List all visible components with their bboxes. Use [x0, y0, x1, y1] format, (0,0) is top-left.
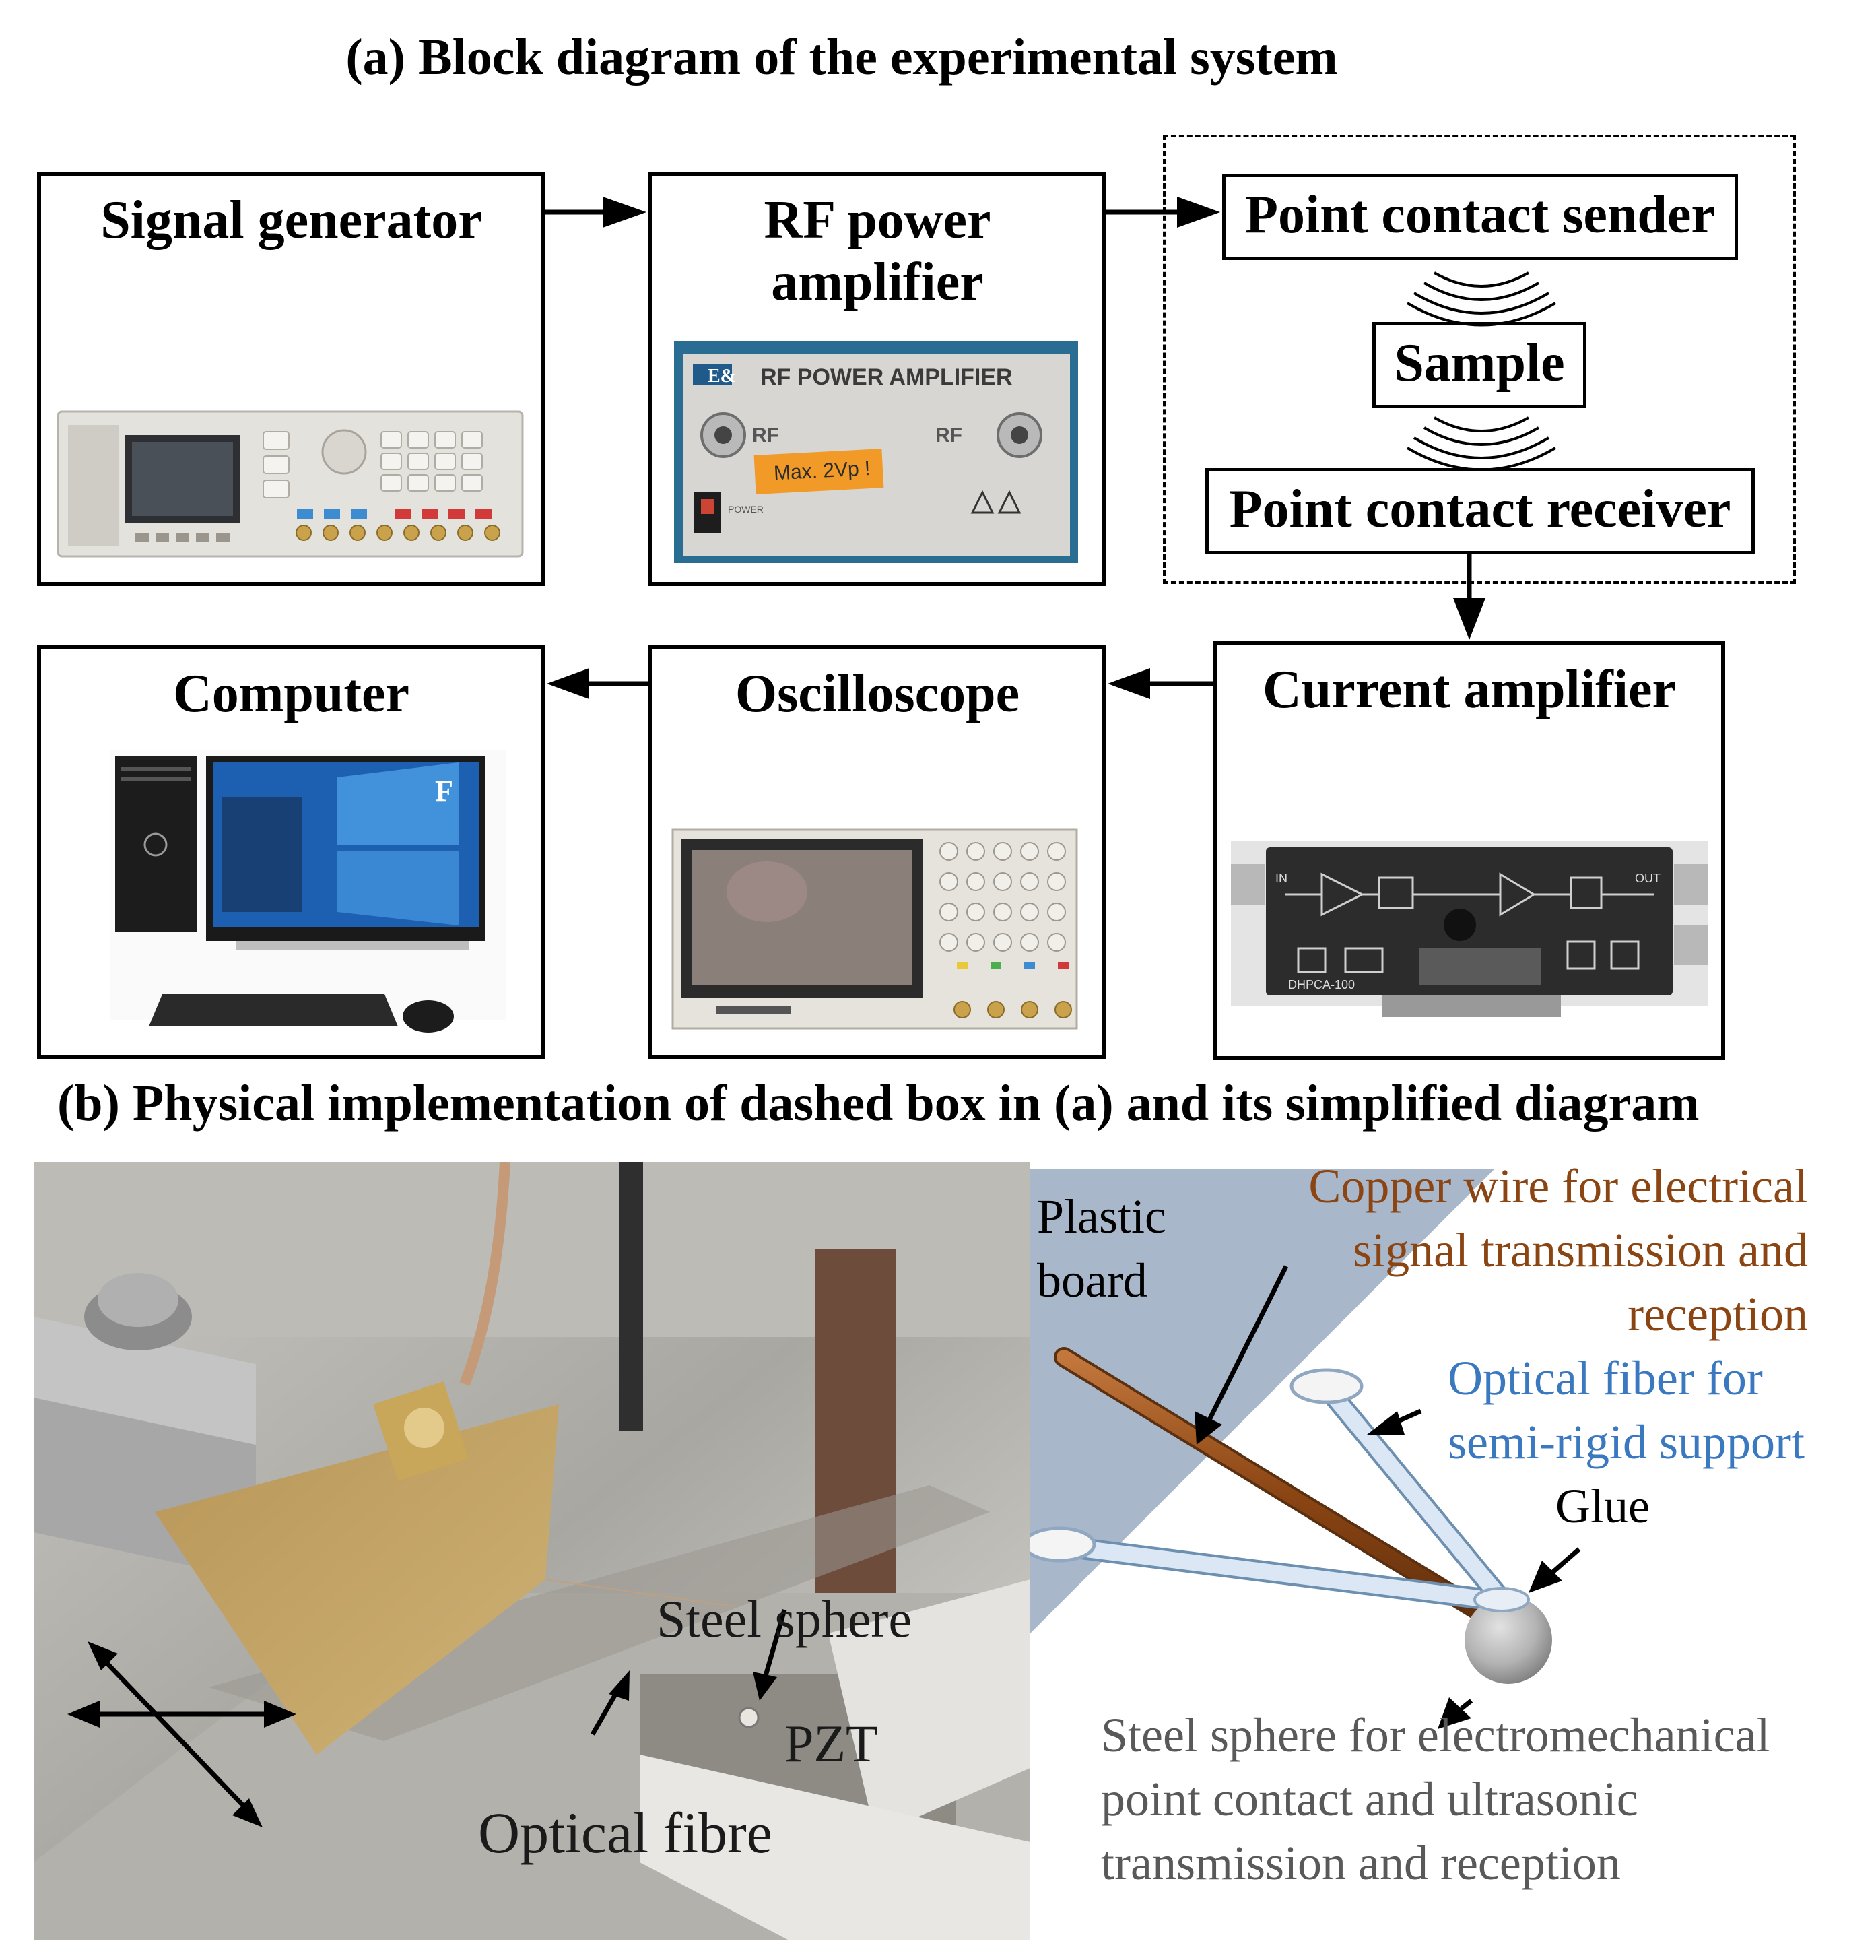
physical-setup-photo: Steel sphere PZT Optical fibre [34, 1162, 1030, 1940]
sound-waves-bottom [1406, 416, 1557, 471]
rf-amplifier-label-line1: RF power [764, 191, 991, 250]
optical-fiber-lower [1051, 1538, 1513, 1610]
svg-text:E&: E& [708, 366, 736, 387]
steel-sphere-photo-label: Steel sphere [657, 1590, 912, 1648]
rf-panel-title: RF POWER AMPLIFIER [760, 364, 1013, 390]
rf-power-amplifier-block: RF power amplifier E& RF POWER AMPLIFIER… [648, 172, 1106, 586]
rf-in-label: RF [752, 424, 779, 447]
glue-label: Glue [1555, 1479, 1650, 1533]
sound-waves-top [1406, 271, 1557, 327]
optical-fiber-upper [1318, 1379, 1510, 1608]
rf-out-label: RF [935, 424, 962, 447]
computer-photo: F [110, 750, 506, 1033]
signal-generator-photo [57, 410, 524, 558]
signal-generator-block: Signal generator [37, 172, 545, 586]
current-amplifier-label: Current amplifier [1263, 660, 1676, 719]
copper-label-3: reception [1628, 1287, 1808, 1341]
sphere-label-3: transmission and reception [1101, 1836, 1621, 1890]
plastic-board-label-2: board [1037, 1253, 1147, 1307]
point-contact-sender-box: Point contact sender [1222, 174, 1738, 260]
simplified-diagram: Plastic board Copper wire for electrical… [1030, 1162, 1808, 1890]
current-amp-out-label: OUT [1635, 872, 1661, 885]
pzt-photo-label: PZT [784, 1714, 878, 1773]
optical-fibre-photo-label: Optical fibre [478, 1800, 772, 1865]
current-amp-model-label: DHPCA-100 [1288, 978, 1355, 991]
computer-logo-text: F [435, 775, 453, 808]
rf-sticker-text: Max. 2Vp ! [773, 457, 871, 484]
rf-amplifier-photo: E& RF POWER AMPLIFIER RF RF Max. 2Vp ! P… [674, 341, 1078, 563]
point-contact-receiver-box: Point contact receiver [1205, 468, 1755, 554]
sphere-label-2: point contact and ultrasonic [1101, 1772, 1638, 1826]
panel-a-title: (a) Block diagram of the experimental sy… [345, 29, 1338, 86]
oscilloscope-label: Oscilloscope [735, 664, 1020, 723]
current-amplifier-block: Current amplifier IN OUT DHPCA-100 [1213, 641, 1725, 1060]
panel-b-title: (b) Physical implementation of dashed bo… [57, 1075, 1700, 1132]
fiber-label-2: semi-rigid support [1448, 1415, 1805, 1469]
fiber-label-1: Optical fiber for [1448, 1351, 1763, 1405]
sphere-label-1: Steel sphere for electromechanical [1101, 1708, 1770, 1762]
signal-generator-label: Signal generator [100, 191, 482, 250]
computer-label: Computer [172, 664, 410, 723]
oscilloscope-block: Oscilloscope [648, 645, 1106, 1059]
panel-a-arrows [545, 197, 1557, 699]
steel-sphere-shape [1465, 1596, 1552, 1684]
sample-box: Sample [1372, 322, 1586, 408]
copper-label-1: Copper wire for electrical [1308, 1162, 1808, 1213]
rf-power-label: POWER [728, 504, 764, 515]
rf-amplifier-label-line2: amplifier [771, 253, 984, 312]
copper-label-2: signal transmission and [1353, 1223, 1808, 1277]
plastic-board-shape [1030, 1169, 1495, 1633]
plastic-board-label-1: Plastic [1037, 1189, 1166, 1243]
current-amp-in-label: IN [1275, 872, 1287, 885]
oscilloscope-photo [671, 828, 1078, 1030]
point-contact-dashed-group [1163, 135, 1796, 584]
current-amplifier-photo: IN OUT DHPCA-100 [1231, 841, 1708, 1017]
computer-block: Computer F [37, 645, 545, 1059]
